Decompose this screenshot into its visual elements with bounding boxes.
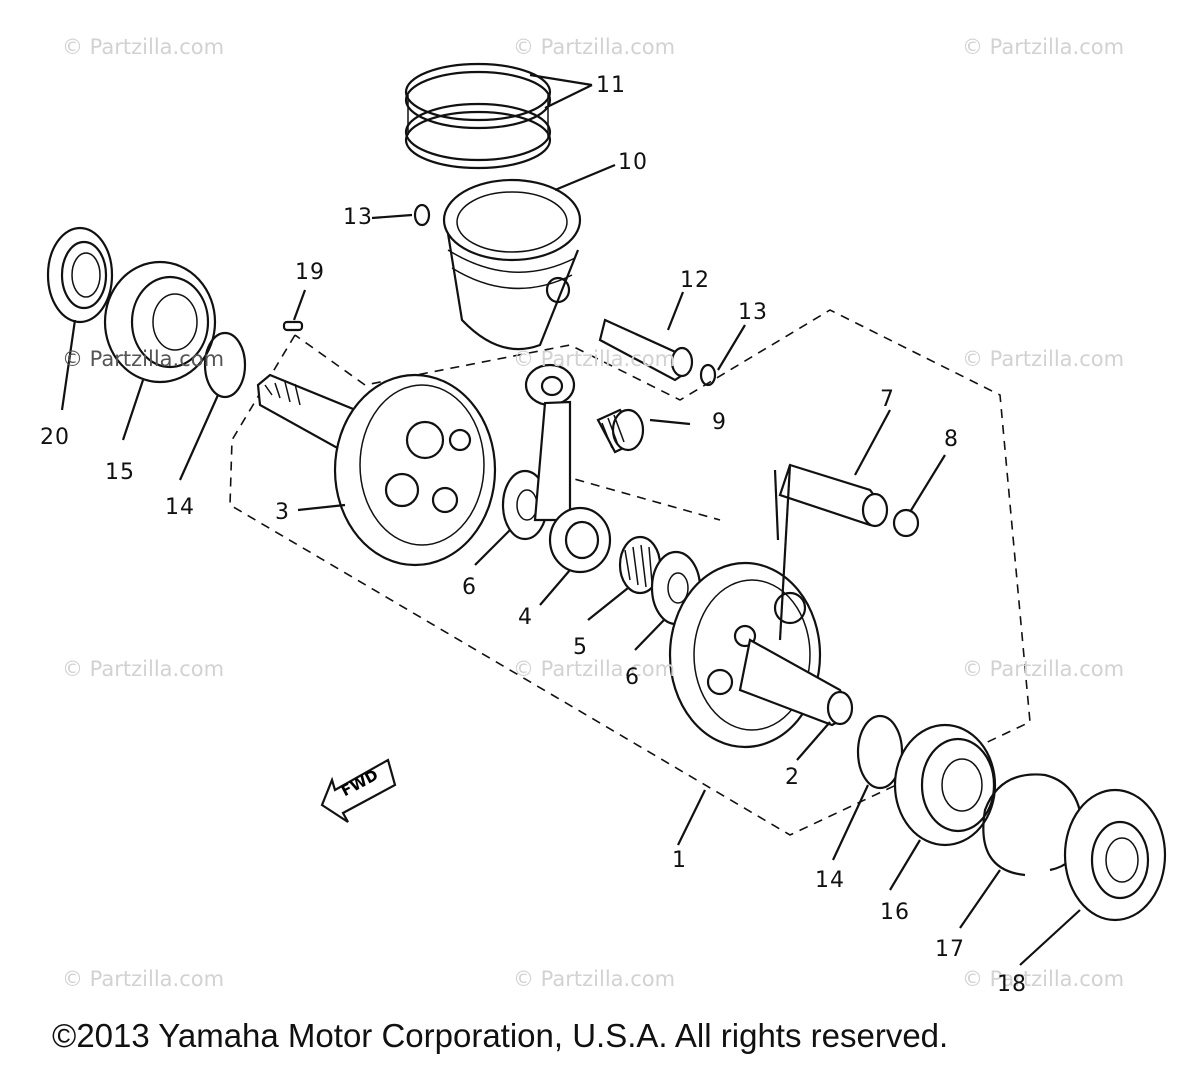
callout-17: 17: [935, 937, 965, 962]
piston-part: [442, 178, 582, 351]
callout-13: 13: [343, 205, 373, 230]
callout-15: 15: [105, 460, 135, 485]
callout-12: 12: [680, 268, 710, 293]
watermark: © Partzilla.com: [513, 967, 676, 991]
circlip-left-part: [203, 331, 247, 399]
copyright-footer: ©2013 Yamaha Motor Corporation, U.S.A. A…: [52, 1017, 949, 1054]
small-end-bearing-part: [596, 408, 645, 454]
piston-pin-part: [598, 318, 694, 382]
watermark: © Partzilla.com: [513, 35, 676, 59]
callout-10: 10: [618, 150, 648, 175]
watermark: © Partzilla.com: [62, 657, 225, 681]
watermark: © Partzilla.com: [513, 657, 676, 681]
bearing-right-part: [893, 723, 997, 847]
crank-pin-part: [778, 463, 889, 528]
callout-6: 6: [462, 575, 477, 600]
callout-20: 20: [40, 425, 70, 450]
watermark: © Partzilla.com: [962, 35, 1125, 59]
callout-16: 16: [880, 900, 910, 925]
watermark: © Partzilla.com: [962, 967, 1125, 991]
oil-seal-right-part: [1063, 788, 1167, 922]
bearing-left-part: [103, 260, 217, 384]
plug-part: [892, 508, 920, 538]
callout-8: 8: [944, 427, 959, 452]
assembly-dashed-outline: [229, 309, 1031, 836]
callout-5: 5: [573, 635, 588, 660]
big-end-bearing-part: [618, 535, 662, 595]
callout-9: 9: [712, 410, 727, 435]
callout-11: 11: [596, 73, 626, 98]
callout-1: 1: [672, 848, 687, 873]
watermark: © Partzilla.com: [62, 35, 225, 59]
oil-seal-left-part: [46, 226, 114, 324]
woodruff-key-part: [282, 320, 304, 332]
callout-19: 19: [295, 260, 325, 285]
callout-18: 18: [997, 972, 1027, 997]
crank-wheel-right-part: [668, 561, 854, 749]
callout-14: 14: [815, 868, 845, 893]
piston-rings-part: [404, 62, 552, 170]
watermark: © Partzilla.com: [62, 347, 225, 371]
callout-4: 4: [518, 605, 533, 630]
connecting-rod-part: [524, 363, 612, 574]
watermark: © Partzilla.com: [962, 657, 1125, 681]
circlip-upper-part: [413, 203, 431, 227]
fwd-arrow-icon: [320, 758, 397, 823]
crank-wheel-left-part: [256, 373, 497, 567]
watermark: © Partzilla.com: [62, 967, 225, 991]
leader-lines: [60, 73, 1081, 966]
callout-14: 14: [165, 495, 195, 520]
callout-2: 2: [785, 765, 800, 790]
callout-7: 7: [880, 387, 895, 412]
callout-13: 13: [738, 300, 768, 325]
watermark: © Partzilla.com: [962, 347, 1125, 371]
callout-3: 3: [275, 500, 290, 525]
circlip-right-part: [699, 363, 717, 387]
watermark: © Partzilla.com: [513, 347, 676, 371]
callout-6: 6: [625, 665, 640, 690]
